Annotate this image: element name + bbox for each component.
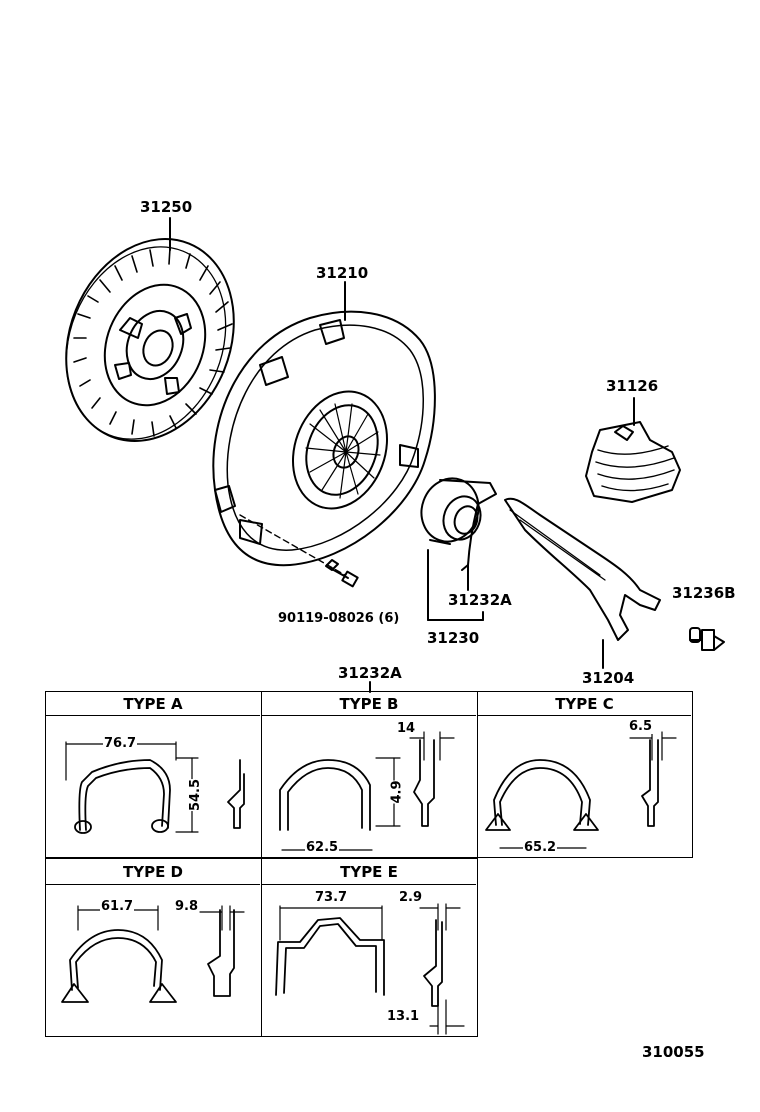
dim-type-b-height: 4.9 <box>389 780 405 804</box>
type-b-header-rule <box>262 715 476 716</box>
type-e-cell <box>261 858 478 1037</box>
type-a-cell <box>45 691 262 858</box>
label-31232a-upper: 31232A <box>448 591 512 609</box>
label-90119-08026: 90119-08026 (6) <box>278 611 400 626</box>
type-a-header-rule <box>46 715 260 716</box>
type-a-title: TYPE A <box>123 695 183 713</box>
label-31250: 31250 <box>140 198 193 216</box>
type-d-title: TYPE D <box>122 863 183 881</box>
dim-type-e-gap: 2.9 <box>398 890 424 905</box>
dim-type-e-width: 73.7 <box>314 890 349 905</box>
release-bearing-drawing <box>420 477 497 621</box>
label-31236b: 31236B <box>672 584 736 602</box>
boot-drawing <box>585 397 681 503</box>
type-e-title: TYPE E <box>340 863 398 881</box>
bolt-drawing <box>325 559 359 588</box>
dim-type-d-gap: 9.8 <box>174 899 200 914</box>
figure-code: 310055 <box>642 1043 705 1061</box>
clutch-cover-drawing <box>212 281 436 576</box>
type-b-drawing <box>279 731 455 851</box>
type-d-header-rule <box>46 884 260 885</box>
dim-type-b-gap: 14 <box>396 721 417 736</box>
type-b-cell <box>261 691 478 858</box>
type-c-header-rule <box>478 715 691 716</box>
label-31204: 31204 <box>582 669 635 687</box>
clutch-disc-drawing <box>65 217 235 442</box>
type-c-drawing <box>485 731 677 849</box>
type-b-title: TYPE B <box>339 695 399 713</box>
dim-type-a-height: 54.5 <box>188 778 204 812</box>
type-d-drawing <box>61 905 245 1003</box>
dim-type-c-gap: 6.5 <box>628 719 654 734</box>
label-31210: 31210 <box>316 264 369 282</box>
dim-type-c-width: 65.2 <box>523 840 558 855</box>
label-31232a-table: 31232A <box>338 664 402 682</box>
type-e-header-rule <box>262 884 476 885</box>
type-c-title: TYPE C <box>555 695 614 713</box>
type-e-drawing <box>275 903 465 1035</box>
label-31126: 31126 <box>606 377 659 395</box>
dim-type-e-depth: 13.1 <box>386 1009 421 1024</box>
dim-type-a-width: 76.7 <box>103 736 138 751</box>
dim-type-d-width: 61.7 <box>100 899 135 914</box>
dim-type-b-width: 62.5 <box>305 840 340 855</box>
label-31230: 31230 <box>427 629 480 647</box>
fork-bolt-drawing <box>689 627 725 651</box>
type-c-cell <box>477 691 693 858</box>
release-fork-drawing <box>504 497 661 669</box>
